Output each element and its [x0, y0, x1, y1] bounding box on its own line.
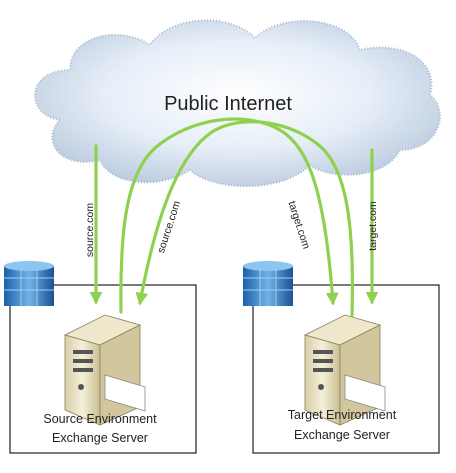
flow-label-target-out: target.com	[285, 200, 312, 251]
flow-arrow-source-out	[119, 117, 339, 314]
flow-arrow-target-out	[135, 120, 355, 318]
source-server-box	[9, 284, 197, 454]
flow-label-source-in: source.com	[84, 203, 96, 258]
source-server-icon	[63, 314, 146, 426]
internet-cloud: Public Internet	[34, 19, 441, 188]
source-server-label-line2: Exchange Server	[52, 431, 148, 445]
cloud-label: Public Internet	[164, 93, 292, 115]
target-server-icon	[303, 314, 386, 426]
target-server-label-line1: Target Environment	[288, 408, 397, 422]
source-server-label-line1: Source Environment	[43, 412, 157, 426]
target-server-label-line2: Exchange Server	[294, 428, 390, 442]
target-server-box	[252, 284, 440, 454]
source-database-icon	[4, 261, 54, 306]
target-database-icon	[243, 261, 293, 306]
flow-label-target-in: target.com	[367, 201, 379, 251]
